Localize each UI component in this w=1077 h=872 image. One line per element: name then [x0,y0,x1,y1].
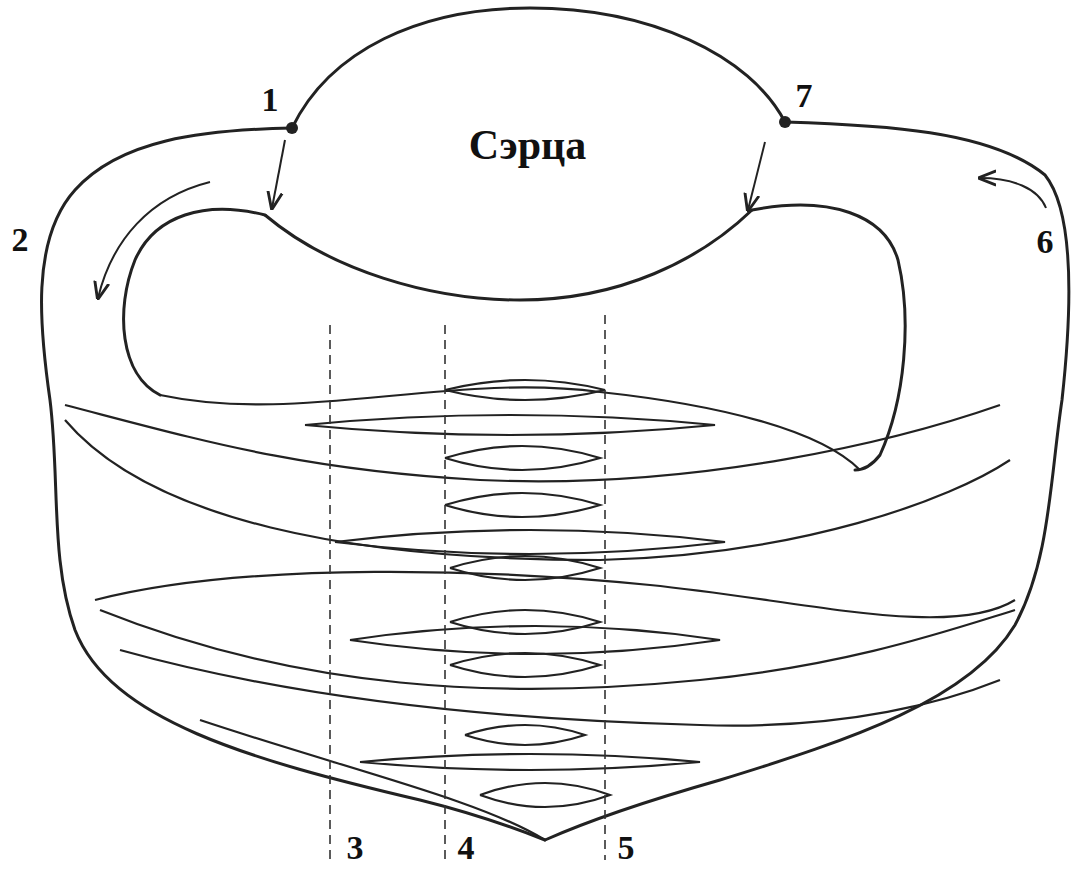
capillary-strand [65,420,1010,560]
organ-label: Сэрца [469,121,587,169]
flow-arrow [748,142,765,210]
capillary-lens [445,380,605,400]
section-line [329,325,331,860]
callout-number: 5 [618,831,635,865]
capillary-lens [335,530,725,554]
callout-number: 2 [12,223,29,257]
capillary-lens [360,754,700,770]
heart-outline-top [292,8,785,128]
capillary-strand [120,650,1000,726]
capillary-strand [65,405,1000,481]
section-line [444,325,446,860]
callout-number: 3 [347,831,364,865]
capillary-lens [480,783,610,807]
inner-vessel [124,209,265,395]
flow-arrow [980,178,1046,208]
capillary-lens [445,446,600,470]
capillary-lens [350,626,720,654]
callout-number: 4 [458,831,475,865]
callout-number: 6 [1037,225,1054,259]
capillary-lens [445,493,600,517]
capillary-lens [450,556,600,580]
section-line [604,315,606,860]
outer-vessel [545,122,1069,840]
capillary-lens [450,610,600,634]
flow-arrow [272,140,285,208]
capillary-lens [305,415,715,435]
callout-number: 7 [796,79,813,113]
flow-arrow [98,182,210,298]
inner-vessel [752,205,905,470]
heart-outline-bottom [265,210,752,300]
capillary-lens [450,653,600,677]
capillary-lens [465,725,585,745]
capillary-strand [200,720,545,840]
heart-shape: Сэрца [255,0,800,310]
callout-number: 1 [262,83,279,117]
